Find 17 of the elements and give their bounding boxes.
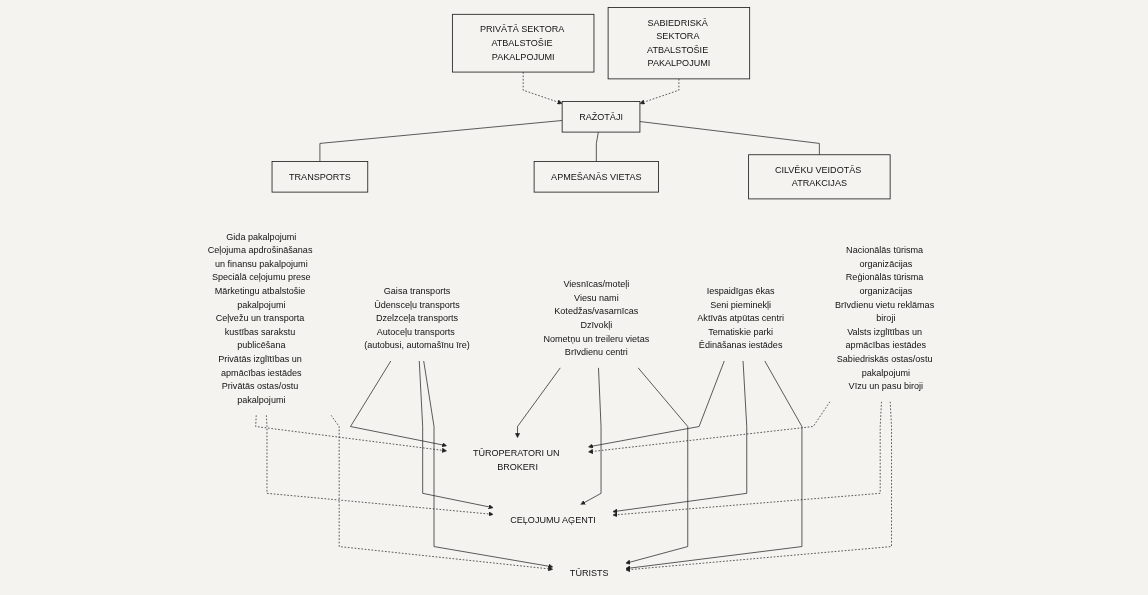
node-box [608,6,751,79]
node-box [534,160,660,193]
node-text: Viesnīcas/moteļi Viesu nami Kotedžas/vasarnīcas Dzīvokļi Nometņu un treileru vietas Brīvdienu centri [543,278,650,357]
connector [639,120,821,155]
node-text: CEĻOJUMU AĢENTI [510,514,597,524]
node-box [272,160,369,193]
node-text: Nacionālās tūrisma organizācijas Reģionālās tūrisma organizācijas Brīvdienu vietu reklāmas biroji Valsts izglītības un apmācības iestādes Sabiedriskās ostas/ostu pakalpojumi Vīzu un pasu biroji [835,244,935,391]
node-box [452,13,595,72]
node-box [562,100,641,132]
connector [596,131,600,162]
node-text: Iespaidīgas ēkas Seni pieminekļi Aktīvās atpūtas centri Tematiskie parki Ēdināšanas iestādes [697,285,785,350]
node-text: Gida pakalpojumi Ceļojuma apdrošināšanas un finansu pakalpojumi Speciālā ceļojumu prese Mārketingu atbalstošie pakalpojumi Ceļvežu un transporta kustības sarakstu publicēšana Privātās izglītības un apmācības iestādes Privātās ostas/ostu pakalpojumi [208,231,313,404]
node-box [748,153,891,199]
node-text: TŪROPERATORI UN BROKERI [473,447,561,471]
node-text: Gaisa transports Ūdensceļu transports Dzelzceļa transports Autoceļu transports (autobusi, automašīnu īre) [364,285,471,350]
connector [319,119,563,162]
node-text: TŪRISTS [570,567,610,578]
